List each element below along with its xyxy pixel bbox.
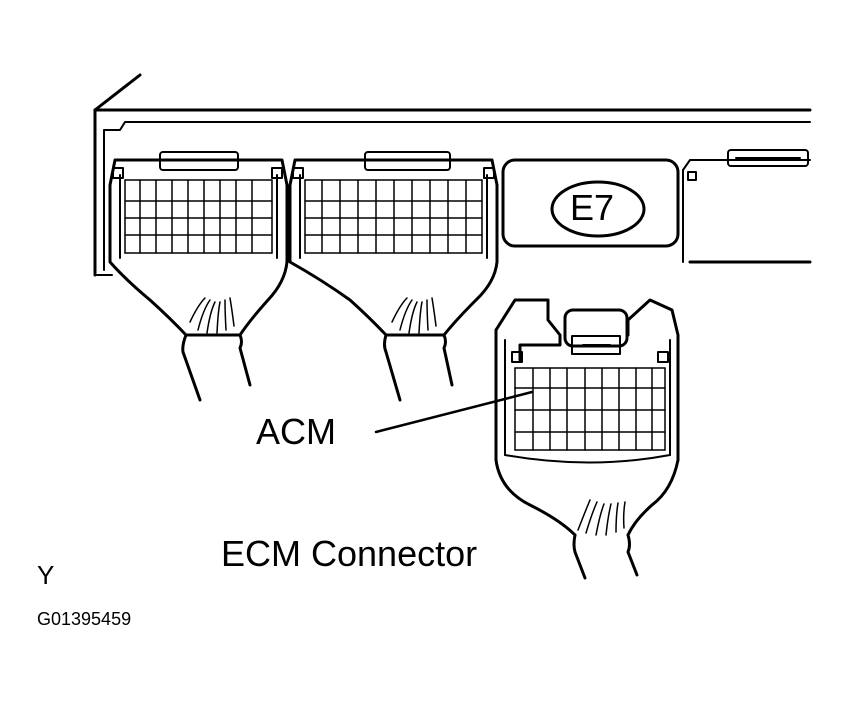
- corner-letter: Y: [37, 560, 55, 590]
- ecm-connector-2: [288, 151, 499, 402]
- detached-ecm-connector: [494, 298, 680, 580]
- e7-panel: [501, 158, 680, 248]
- ecm-connector-caption: ECM Connector: [221, 533, 478, 574]
- ecm-housing: [93, 73, 812, 277]
- e7-callout-label: E7: [570, 187, 615, 228]
- ecm-connector-1: [108, 151, 289, 402]
- figure-id: G01395459: [37, 609, 132, 629]
- acm-leader-line: [374, 390, 534, 434]
- acm-label: ACM: [256, 411, 336, 452]
- right-connector-clip: [687, 149, 809, 181]
